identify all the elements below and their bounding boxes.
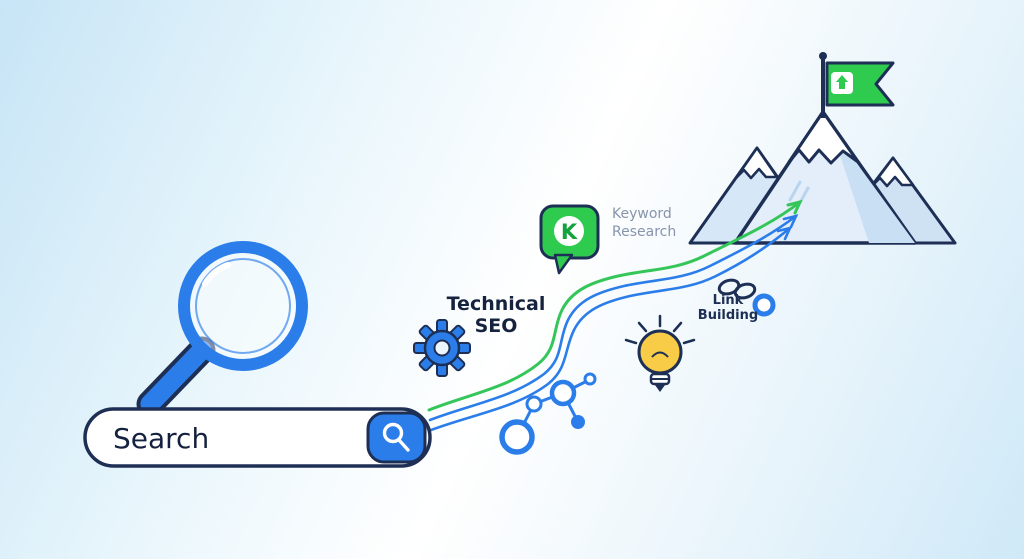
magnifier-highlight — [202, 262, 231, 287]
magnifier-lens — [178, 241, 308, 371]
technical-seo-label-line1: Technical — [447, 293, 546, 315]
summit-flag — [819, 52, 895, 118]
magnifier-handle — [140, 340, 212, 414]
search-bar[interactable]: Search — [83, 407, 432, 468]
molecule-icon — [499, 372, 597, 455]
arrowhead-green — [786, 199, 803, 215]
mountain-illustration — [688, 110, 957, 245]
search-button[interactable] — [366, 411, 427, 464]
mountain-left-snowcap — [734, 146, 779, 180]
keyword-research-label-line2: Research — [612, 224, 676, 240]
flag-pole-top — [819, 52, 827, 60]
keyword-badge-icon: K — [539, 204, 600, 275]
journey-paths — [427, 199, 803, 432]
arrowhead-blue-1 — [782, 214, 799, 229]
search-input[interactable] — [83, 407, 432, 468]
path-blue-2 — [429, 226, 792, 432]
search-button-magnifier-icon — [382, 422, 410, 452]
flag-up-arrow-icon — [836, 75, 848, 89]
path-blue-1 — [428, 214, 798, 422]
link-building-label-line1: Link — [713, 293, 744, 308]
magnifier-inner-ring — [195, 258, 291, 354]
search-input-value: Search — [113, 422, 209, 455]
keyword-research-label-line1: Keyword — [612, 206, 672, 222]
lightbulb-icon — [624, 314, 696, 392]
technical-seo-label-line2: SEO — [475, 315, 518, 337]
arrowhead-blue-2 — [776, 226, 793, 241]
magnifier-illustration — [136, 241, 308, 418]
link-building-label-line2: Building — [698, 308, 758, 323]
mountain-main-snowcap — [787, 110, 860, 165]
chain-link-icon — [717, 278, 757, 300]
link-ring-icon — [752, 293, 776, 317]
path-green — [427, 200, 802, 412]
keyword-badge-letter: K — [561, 220, 578, 244]
gear-icon — [413, 319, 471, 377]
